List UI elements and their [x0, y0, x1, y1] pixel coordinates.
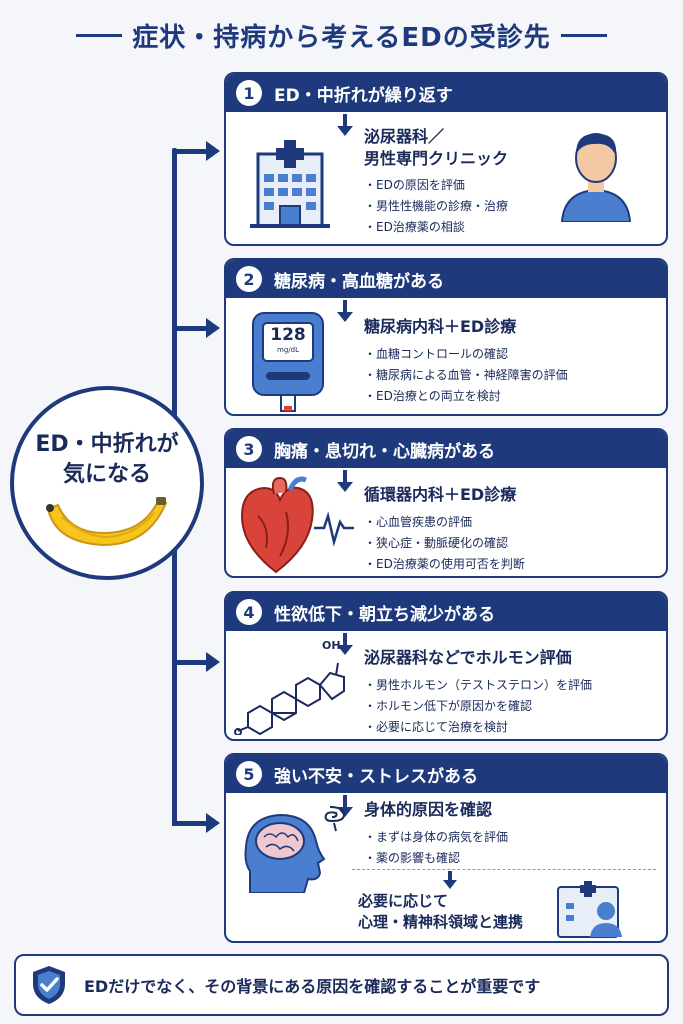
- card-5-bullets: まずは身体の病気を評価 薬の影響も確認: [364, 827, 656, 869]
- card-3-destination: 循環器内科＋ED診療: [364, 485, 517, 504]
- list-item: EDの原因を評価: [364, 175, 656, 196]
- hydroxyl-label: OH: [322, 639, 341, 652]
- down-arrow-icon: [337, 300, 353, 322]
- banana-icon: [46, 497, 168, 547]
- card-5-title: 強い不安・ストレスがある: [274, 766, 478, 787]
- card-4-header: 4 性欲低下・朝立ち減少がある: [226, 593, 666, 631]
- card-3-content: 循環器内科＋ED診療 心血管疾患の評価 狭心症・動脈硬化の確認 ED治療薬の使用…: [364, 484, 656, 575]
- flow-branch-4: [172, 660, 208, 665]
- card-3-header: 3 胸痛・息切れ・心臓病がある: [226, 430, 666, 468]
- card-2-destination: 糖尿病内科＋ED診療: [364, 317, 517, 336]
- list-item: 糖尿病による血管・神経障害の評価: [364, 365, 656, 386]
- down-arrow-icon: [443, 871, 457, 889]
- card-5-header: 5 強い不安・ストレスがある: [226, 755, 666, 793]
- card-5-content: 身体的原因を確認 まずは身体の病気を評価 薬の影響も確認: [364, 799, 656, 869]
- down-arrow-icon: [337, 114, 353, 136]
- start-node: ED・中折れが 気になる: [10, 386, 204, 580]
- blood-drop: [284, 406, 292, 411]
- list-item: 心血管疾患の評価: [364, 512, 656, 533]
- flow-branch-1: [172, 149, 208, 154]
- flow-arrow-5: [206, 813, 220, 833]
- card-5-number: 5: [236, 761, 262, 787]
- card-4-destination: 泌尿器科などでホルモン評価: [364, 648, 572, 667]
- footer-text: EDだけでなく、その背景にある原因を確認することが重要です: [84, 977, 541, 996]
- glucose-meter-button: [266, 372, 310, 380]
- card-2-content: 糖尿病内科＋ED診療 血糖コントロールの確認 糖尿病による血管・神経障害の評価 …: [364, 316, 656, 407]
- list-item: 血糖コントロールの確認: [364, 344, 656, 365]
- card-2-header: 2 糖尿病・高血糖がある: [226, 260, 666, 298]
- card-3-title: 胸痛・息切れ・心臓病がある: [274, 441, 495, 462]
- card-2-number: 2: [236, 266, 262, 292]
- glucose-value: 128: [270, 325, 306, 345]
- title-rule-left: [76, 33, 123, 37]
- card-4-title: 性欲低下・朝立ち減少がある: [274, 604, 495, 625]
- card-5-destination: 身体的原因を確認: [364, 800, 493, 819]
- list-item: 男性性機能の診療・治療: [364, 196, 656, 217]
- shield-check-icon: [33, 966, 65, 1004]
- list-item: 狭心症・動脈硬化の確認: [364, 533, 656, 554]
- start-node-label: ED・中折れが 気になる: [35, 432, 179, 487]
- footer-note: EDだけでなく、その背景にある原因を確認することが重要です: [14, 954, 669, 1016]
- list-item: ED治療薬の使用可否を判断: [364, 554, 656, 575]
- card-1-destination: 泌尿器科／ 男性専門クリニック: [364, 127, 509, 168]
- clinic-doctor-icon: [557, 881, 622, 938]
- flow-arrow-2: [206, 318, 220, 338]
- glucose-meter-icon: 128 mg/dL: [252, 312, 324, 412]
- title-rule-right: [560, 33, 607, 37]
- card-1-content: 泌尿器科／ 男性専門クリニック EDの原因を評価 男性性機能の診療・治療 ED治…: [364, 126, 656, 238]
- list-item: ED治療との両立を検討: [364, 386, 656, 407]
- down-arrow-icon: [337, 633, 353, 655]
- page-title-row: 症状・持病から考えるEDの受診先: [0, 10, 683, 60]
- flow-branch-5: [172, 821, 208, 826]
- card-1-bullets: EDの原因を評価 男性性機能の診療・治療 ED治療薬の相談: [364, 175, 656, 238]
- card-4-number: 4: [236, 599, 262, 625]
- hospital-icon: [250, 140, 330, 228]
- card-2: 2 糖尿病・高血糖がある 128 mg/dL 糖尿病内科＋ED診療 血糖コントロ…: [224, 258, 668, 416]
- card-1-number: 1: [236, 80, 262, 106]
- card-5: 5 強い不安・ストレスがある 身体的原因を確認 まずは身体の病気を評価 薬の影響…: [224, 753, 668, 943]
- card-3-number: 3: [236, 436, 262, 462]
- list-item: 薬の影響も確認: [364, 848, 656, 869]
- card-4-content: 泌尿器科などでホルモン評価 男性ホルモン（テストステロン）を評価 ホルモン低下が…: [364, 647, 656, 738]
- card-1-header: 1 ED・中折れが繰り返す: [226, 74, 666, 112]
- card-2-title: 糖尿病・高血糖がある: [274, 271, 444, 292]
- card-3-bullets: 心血管疾患の評価 狭心症・動脈硬化の確認 ED治療薬の使用可否を判断: [364, 512, 656, 575]
- flow-branch-2: [172, 326, 208, 331]
- glucose-unit: mg/dL: [277, 346, 299, 354]
- card-1-title: ED・中折れが繰り返す: [274, 85, 453, 106]
- card-4-bullets: 男性ホルモン（テストステロン）を評価 ホルモン低下が原因かを確認 必要に応じて治…: [364, 675, 656, 738]
- flow-arrow-4: [206, 652, 220, 672]
- brain-head-icon: [244, 806, 346, 893]
- list-item: まずは身体の病気を評価: [364, 827, 656, 848]
- card-4: 4 性欲低下・朝立ち減少がある OH 泌尿器科などでホルモン評価 男性ホルモン（…: [224, 591, 668, 741]
- card-2-bullets: 血糖コントロールの確認 糖尿病による血管・神経障害の評価 ED治療との両立を検討: [364, 344, 656, 407]
- steroid-molecule-icon: [234, 662, 345, 735]
- page-title: 症状・持病から考えるEDの受診先: [132, 22, 551, 53]
- list-item: 男性ホルモン（テストステロン）を評価: [364, 675, 656, 696]
- card-5-next-step: 必要に応じて 心理・精神科領域と連携: [358, 892, 524, 931]
- glucose-meter-screen: 128 mg/dL: [262, 322, 314, 362]
- dashed-divider: [352, 869, 656, 870]
- man-avatar-icon: [560, 133, 632, 222]
- flow-arrow-1: [206, 141, 220, 161]
- list-item: ED治療薬の相談: [364, 217, 656, 238]
- list-item: 必要に応じて治療を検討: [364, 717, 656, 738]
- down-arrow-icon: [337, 470, 353, 492]
- list-item: ホルモン低下が原因かを確認: [364, 696, 656, 717]
- card-3: 3 胸痛・息切れ・心臓病がある 循環器内科＋ED診療 心血管疾患の評価 狭心症・…: [224, 428, 668, 578]
- card-1: 1 ED・中折れが繰り返す 泌尿器科／ 男性専門クリニック EDの原因を評価 男…: [224, 72, 668, 246]
- heart-icon: [240, 476, 354, 574]
